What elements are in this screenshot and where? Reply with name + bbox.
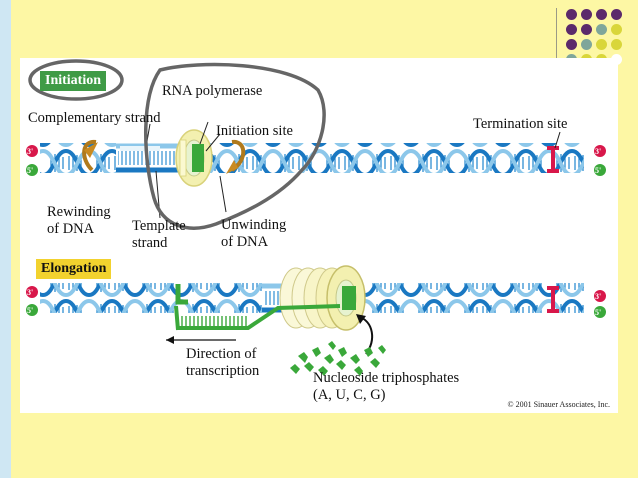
initiation-3-prime-cap <box>26 145 38 157</box>
direction-label-line2: transcription <box>186 363 260 379</box>
copyright-notice: © 2001 Sinauer Associates, Inc. <box>507 400 610 409</box>
polymerase-highlight-outline <box>144 62 326 230</box>
initiation-3-prime-label: 3' <box>27 147 34 156</box>
initiation-right-3-cap <box>594 145 606 157</box>
rewinding-label-line2: of DNA <box>47 221 95 237</box>
decorative-dot <box>581 9 592 20</box>
unwinding-label-line1: Unwinding <box>221 217 287 233</box>
nucleoside-label-line1: Nucleoside triphosphates <box>313 370 460 386</box>
elongation-right-5-label: 5' <box>595 308 602 317</box>
elongation-right-5-cap <box>594 306 606 318</box>
initiation-5-prime-label: 5' <box>27 166 34 175</box>
decorative-dot <box>611 24 622 35</box>
diagram-panel: Initiation Elongation RNA polymerase Com… <box>20 58 618 413</box>
elongation-label-box: Elongation <box>36 259 112 279</box>
elongation-5-prime-cap <box>26 304 38 316</box>
elongation-3-prime-label: 3' <box>27 288 34 297</box>
template-label-line1: Template <box>132 218 186 234</box>
elongation-right-3-label: 3' <box>595 292 602 301</box>
initiation-polymerase <box>175 129 213 187</box>
decorative-dot <box>566 9 577 20</box>
corner-divider-line <box>556 8 557 72</box>
elongation-5-prime-label: 5' <box>27 306 34 315</box>
initiation-right-5-label: 5' <box>595 166 602 175</box>
decorative-dot <box>611 9 622 20</box>
termination-site-label: Termination site <box>473 116 568 132</box>
decorative-dot <box>566 39 577 50</box>
rewinding-label-line1: Rewinding <box>47 204 111 220</box>
initiation-right-3-label: 3' <box>595 147 602 156</box>
unwinding-label-line2: of DNA <box>221 234 269 250</box>
left-accent-bar <box>0 0 11 478</box>
elongation-termination-marker <box>547 286 559 313</box>
initiation-label-box: Initiation <box>40 71 107 91</box>
elongation-right-3-cap <box>594 290 606 302</box>
elongation-polymerase <box>279 265 366 331</box>
initiation-highlight-circle <box>28 59 124 101</box>
initiation-site-label: Initiation site <box>216 123 293 139</box>
nucleotide-cluster <box>290 341 386 376</box>
rna-polymerase-label: RNA polymerase <box>162 83 263 99</box>
decorative-dot <box>596 9 607 20</box>
template-label-line2: strand <box>132 235 168 251</box>
decorative-dot <box>581 24 592 35</box>
rna-transcript <box>174 284 341 331</box>
rewinding-arrow <box>82 139 97 172</box>
initiation-5-prime-cap <box>26 164 38 176</box>
decorative-dot <box>596 24 607 35</box>
initiation-right-5-cap <box>594 164 606 176</box>
transcription-diagram <box>26 59 606 376</box>
decorative-dot <box>611 39 622 50</box>
direction-label-line1: Direction of <box>186 346 257 362</box>
decorative-dot <box>596 39 607 50</box>
decorative-dot <box>566 24 577 35</box>
elongation-3-prime-cap <box>26 286 38 298</box>
nucleoside-label-line2: (A, U, C, G) <box>313 387 386 403</box>
complementary-strand-label: Complementary strand <box>28 110 161 126</box>
decorative-dot <box>581 39 592 50</box>
termination-site-marker <box>547 146 559 173</box>
